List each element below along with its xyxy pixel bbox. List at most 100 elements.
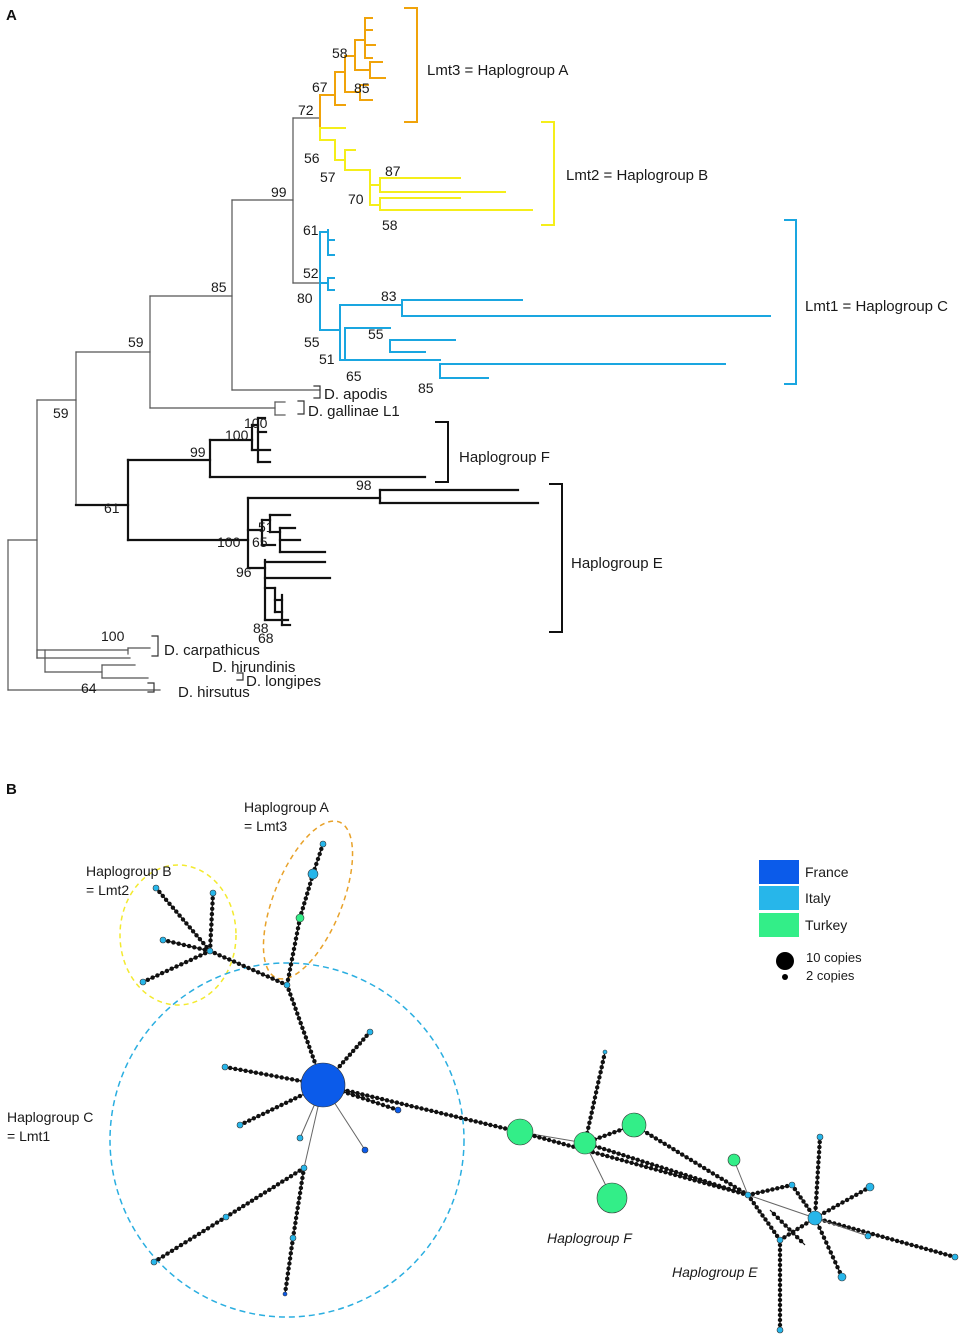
mutation-step-dot [303, 896, 308, 901]
mutation-step-dot [654, 1163, 660, 1169]
mutation-step-dot [706, 1168, 711, 1174]
mutation-step-dot [606, 1148, 612, 1153]
mutation-step-dot [904, 1241, 909, 1246]
mutation-step-dot [448, 1113, 454, 1118]
label-hapE: Haplogroup E [571, 555, 663, 572]
mutation-step-dot [270, 1107, 275, 1112]
mutation-step-dot [208, 927, 214, 933]
mutation-step-dot [285, 977, 291, 982]
species-carpathicus: D. carpathicus [164, 642, 260, 659]
haplotype-node-italy [319, 840, 327, 848]
mutation-step-dot [360, 1092, 365, 1097]
haplotype-node-italy [776, 1236, 784, 1244]
mutation-step-dot [840, 1200, 845, 1205]
mutation-step-dot [774, 1233, 780, 1239]
mutation-step-dot [755, 1190, 760, 1196]
bootstrap-value: 85 [418, 380, 434, 396]
mutation-step-dot [315, 856, 321, 862]
mutation-step-dot [777, 1277, 783, 1283]
haplotype-node-turkey [621, 1112, 647, 1138]
mutation-step-dot [775, 1186, 780, 1191]
mutation-step-dot [600, 1059, 605, 1065]
haplotype-node-italy [209, 889, 217, 897]
mutation-step-dot [591, 1100, 597, 1105]
mutation-step-dot [238, 1067, 243, 1073]
mutation-step-dot [763, 1217, 768, 1222]
mutation-step-dot [256, 1113, 261, 1119]
haplotype-node-italy [206, 947, 214, 955]
mutation-step-dot [289, 957, 295, 962]
mutation-step-dot [702, 1180, 707, 1186]
mutation-step-dot [726, 1187, 731, 1192]
mutation-step-dot [208, 943, 213, 948]
mutation-step-dot [592, 1095, 598, 1100]
haplotype-node-italy [865, 1182, 875, 1192]
network-edge [747, 1184, 793, 1196]
mutation-step-dot [783, 1223, 788, 1228]
mutation-step-dot [279, 1102, 284, 1108]
mutation-step-dot [297, 1195, 302, 1201]
mutation-step-dot [192, 1234, 197, 1239]
mutation-step-dot [205, 1226, 211, 1231]
mutation-step-dot [197, 937, 203, 942]
mutation-step-dot [635, 1157, 640, 1163]
mutation-step-dot [284, 1281, 289, 1287]
mutation-step-dot [183, 1240, 188, 1245]
mutation-step-dot [288, 1251, 293, 1256]
mutation-step-dot [434, 1109, 439, 1115]
mutation-step-dot [288, 1174, 294, 1179]
mutation-step-dot [310, 1054, 315, 1059]
mutation-step-dot [815, 1170, 820, 1175]
mutation-step-dot [769, 1225, 774, 1230]
mutation-step-dot [241, 963, 246, 969]
mutation-step-dot [488, 1122, 493, 1128]
mutation-step-dot [165, 1251, 170, 1256]
mutation-step-dot [777, 1252, 783, 1258]
mutation-step-dot [295, 926, 301, 931]
haplotype-node-italy [300, 1164, 308, 1172]
mutation-step-dot [799, 1224, 805, 1229]
mutation-step-dot [645, 1130, 650, 1136]
mutation-step-dot [169, 1248, 175, 1254]
mutation-step-dot [307, 881, 313, 886]
mutation-step-dot [830, 1255, 836, 1260]
mutation-step-dot [943, 1252, 948, 1257]
mutation-step-dot [314, 861, 319, 867]
mutation-step-dot [409, 1104, 414, 1109]
bootstrap-value: 68 [258, 630, 274, 646]
mutation-step-dot [814, 1185, 820, 1190]
label-lmt2: Lmt2 = Haplogroup B [566, 167, 708, 184]
mutation-step-dot [688, 1157, 694, 1163]
mutation-step-dot [590, 1105, 595, 1110]
clade-lmt3-branches [319, 17, 386, 141]
mutation-step-dot [814, 1190, 819, 1195]
mutation-step-dot [247, 1118, 252, 1123]
mutation-step-dot [826, 1245, 831, 1250]
bootstrap-value: 70 [348, 191, 364, 207]
mutation-step-dot [280, 1179, 285, 1184]
mutation-step-dot [629, 1160, 634, 1166]
label-hapE: Haplogroup E [672, 1264, 758, 1280]
mutation-step-dot [792, 1186, 798, 1192]
mutation-step-dot [150, 975, 155, 980]
mutation-step-dot [302, 901, 307, 906]
mutation-step-dot [777, 1292, 783, 1298]
bootstrap-value: 64 [81, 680, 97, 696]
mutation-step-dot [634, 1162, 639, 1167]
mutation-step-dot [551, 1139, 557, 1144]
mutation-step-dot [203, 951, 208, 956]
mutation-step-dot [791, 1231, 796, 1236]
mutation-step-dot [639, 1163, 644, 1168]
mutation-step-dot [697, 1179, 702, 1184]
mutation-step-dot [214, 1220, 220, 1225]
mutation-step-dot [262, 1190, 268, 1195]
mutation-step-dot [286, 987, 291, 992]
mutation-step-dot [807, 1207, 812, 1213]
haplotype-node-italy [837, 1272, 847, 1282]
mutation-step-dot [816, 1155, 821, 1160]
mutation-step-dot [201, 940, 206, 946]
mutation-step-dot [344, 1056, 349, 1061]
mutation-step-dot [365, 1097, 371, 1103]
mutation-step-dot [663, 1170, 668, 1175]
mutation-step-dot [777, 1297, 783, 1303]
